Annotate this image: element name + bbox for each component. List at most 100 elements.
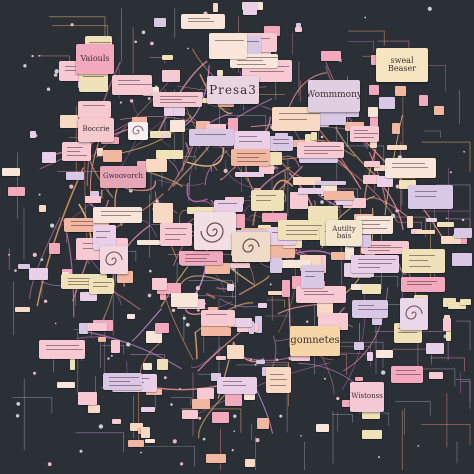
chip — [161, 133, 168, 139]
chip — [85, 196, 101, 204]
chip — [433, 106, 444, 116]
wire — [182, 143, 193, 172]
card-gwoovorch[interactable]: Gwoovorch — [100, 166, 146, 188]
text-line — [414, 196, 437, 198]
chip — [228, 318, 252, 327]
node-dot — [126, 342, 131, 347]
text-line — [67, 277, 93, 279]
text-line — [408, 265, 431, 267]
wire — [124, 180, 156, 192]
node-dot — [463, 150, 465, 153]
card — [231, 149, 271, 166]
node-dot — [172, 439, 177, 444]
trace — [421, 141, 471, 172]
chip — [224, 393, 243, 406]
chip — [150, 130, 172, 139]
card — [251, 190, 284, 212]
chip — [202, 98, 209, 104]
chip — [267, 290, 288, 296]
chip — [146, 389, 163, 396]
chip — [226, 344, 245, 360]
trace — [348, 41, 374, 52]
spiral-icon[interactable] — [100, 246, 128, 274]
trace — [411, 368, 456, 387]
text-line — [239, 140, 262, 142]
card-wistonss[interactable]: Wistonss — [350, 382, 384, 412]
text-line — [160, 95, 198, 97]
spiral-icon[interactable] — [232, 232, 270, 262]
card — [349, 125, 379, 143]
trace — [74, 259, 103, 271]
chip — [291, 354, 311, 361]
wire — [219, 298, 261, 308]
node-dot — [187, 47, 189, 50]
text-line — [237, 157, 259, 159]
text-line — [93, 285, 109, 287]
node-dot — [32, 252, 37, 257]
node-dot — [195, 285, 201, 291]
node-dot — [33, 371, 37, 375]
chip — [281, 260, 311, 269]
chip — [161, 70, 180, 82]
card-autilty-bais[interactable]: Autilty bais — [326, 220, 362, 246]
text-line — [96, 231, 110, 233]
chip — [454, 228, 472, 238]
wire — [271, 179, 294, 193]
text-line — [185, 257, 207, 259]
chip — [136, 239, 161, 246]
chip — [344, 240, 355, 260]
trace — [12, 397, 53, 414]
chip — [441, 236, 462, 245]
text-line — [272, 139, 289, 141]
card — [269, 135, 293, 151]
node-dot — [16, 402, 21, 406]
card — [188, 129, 234, 147]
text-line — [108, 381, 131, 383]
node-dot — [38, 193, 41, 196]
chip — [206, 453, 227, 464]
spiral-icon[interactable] — [194, 212, 236, 250]
text-line — [239, 135, 257, 137]
card — [402, 249, 446, 274]
node-dot — [223, 168, 228, 173]
card-presa[interactable]: Presa3 — [207, 76, 259, 104]
chip — [297, 188, 324, 195]
trace — [75, 432, 124, 453]
card-label: Vaiouls — [80, 53, 110, 63]
wire — [220, 162, 239, 181]
chip — [374, 164, 393, 171]
node-dot — [180, 462, 184, 466]
text-line — [185, 254, 210, 256]
card-vaiouls[interactable]: Vaiouls — [76, 44, 114, 74]
chip — [236, 213, 245, 228]
node-dot — [449, 171, 452, 174]
chip — [370, 115, 378, 129]
chip — [290, 191, 309, 209]
node-dot — [129, 99, 134, 103]
chip — [282, 280, 290, 297]
card-gomnetes[interactable]: gomnetes — [290, 326, 340, 356]
card-boccrie[interactable]: Boccrie — [78, 118, 114, 142]
node-dot — [110, 354, 113, 357]
chip — [399, 179, 416, 189]
node-dot — [38, 54, 41, 57]
node-dot — [98, 424, 104, 429]
chip — [295, 23, 301, 28]
card — [152, 92, 202, 108]
chip — [320, 50, 341, 62]
spiral-icon[interactable] — [128, 122, 148, 140]
text-line — [269, 373, 284, 375]
card-wommmony[interactable]: Wommmony — [308, 80, 360, 112]
spiral-icon[interactable] — [400, 298, 428, 330]
chip — [141, 426, 150, 439]
text-line — [367, 244, 391, 246]
card-sweal-beaser[interactable]: sweal Beaser — [376, 48, 428, 82]
text-line — [395, 373, 421, 375]
chip — [146, 330, 163, 343]
chip — [361, 429, 382, 440]
wire — [131, 308, 162, 342]
chip — [324, 190, 355, 200]
card — [178, 250, 224, 266]
text-line — [222, 385, 247, 387]
